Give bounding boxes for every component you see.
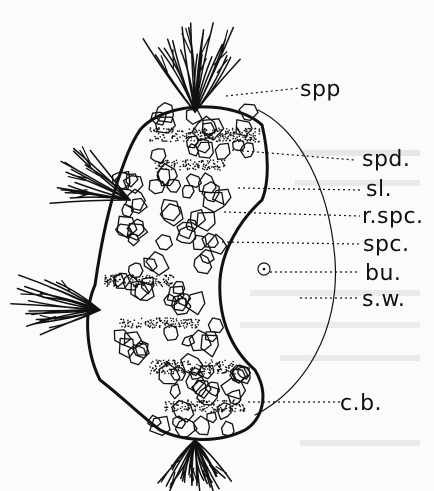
label-spd: spd. <box>362 147 410 172</box>
cell-network <box>113 103 258 438</box>
label-sw: s.w. <box>362 287 405 312</box>
label-spc: spc. <box>363 232 410 257</box>
label-bu: bu. <box>365 261 401 286</box>
label-rspc: r.spc. <box>362 204 424 229</box>
bulge-dot <box>263 268 266 271</box>
label-sl: sl. <box>366 177 392 202</box>
body-outline <box>88 107 268 440</box>
label-spp: spp <box>300 77 341 102</box>
label-cb: c.b. <box>340 391 382 416</box>
